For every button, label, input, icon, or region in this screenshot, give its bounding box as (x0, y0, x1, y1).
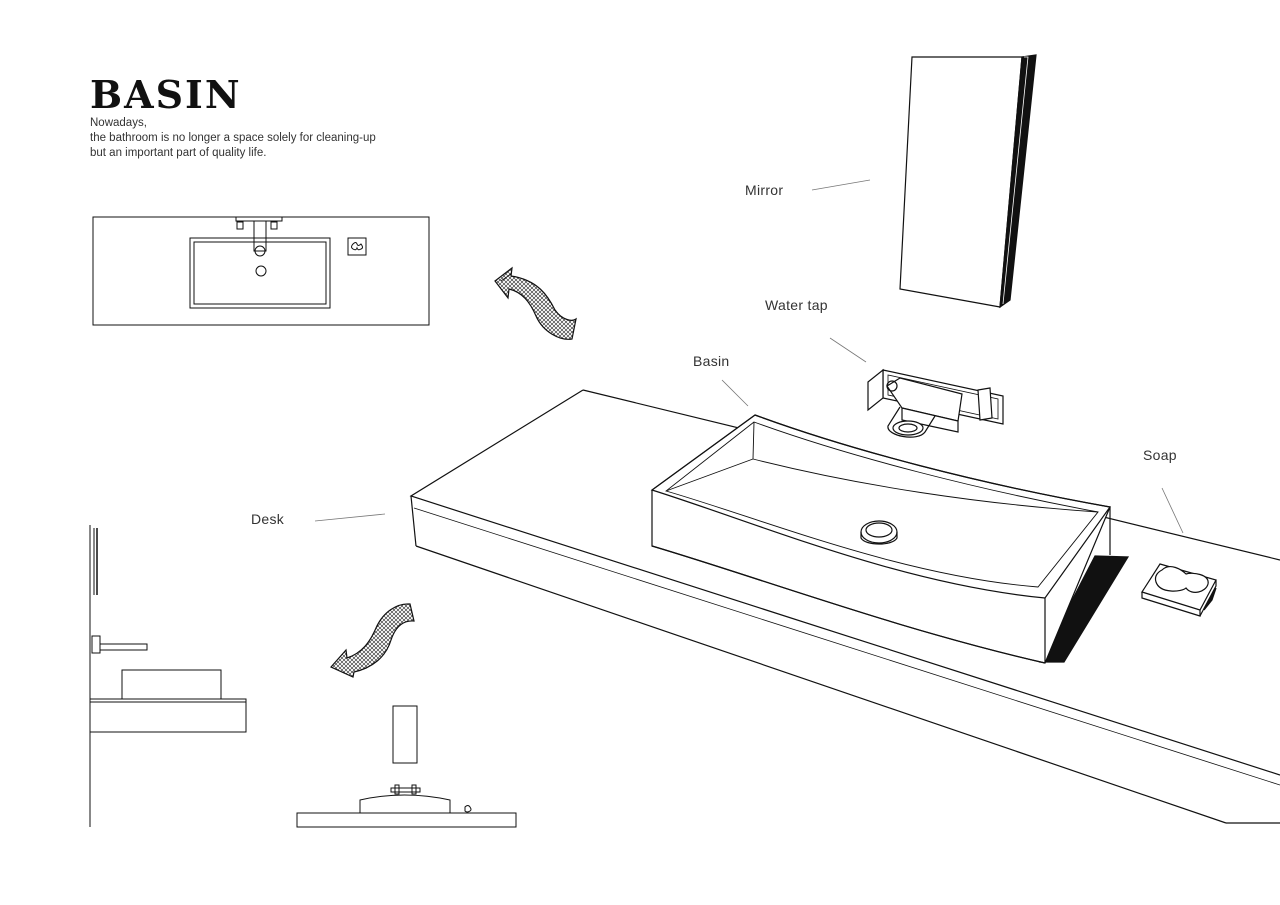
plan-tap (235, 216, 283, 257)
isometric-main-drawing (409, 54, 1280, 824)
front-soap (464, 805, 472, 813)
label-soap: Soap (1143, 447, 1177, 463)
label-mirror: Mirror (745, 182, 784, 198)
page-subtitle: Nowadays, the bathroom is no longer a sp… (90, 116, 376, 161)
front-mirror (392, 705, 418, 764)
front-tap (390, 784, 421, 795)
iso-water-tap (867, 368, 1004, 438)
side-basin (121, 669, 222, 700)
leader-lines (314, 179, 1184, 534)
front-basin (359, 794, 451, 814)
side-tap (91, 635, 148, 654)
leader-basin (721, 379, 749, 407)
curved-arrow-icon (494, 266, 577, 340)
label-desk: Desk (251, 511, 285, 527)
front-view-elevation (296, 705, 517, 828)
iso-drain (860, 520, 898, 545)
label-basin: Basin (693, 353, 730, 369)
plan-basin-outer (189, 237, 331, 309)
subtitle-line: Nowadays, (90, 117, 147, 129)
leader-soap (1161, 487, 1184, 534)
page-title: BASIN (90, 72, 242, 117)
leader-desk (314, 513, 386, 522)
iso-mirror (899, 54, 1037, 309)
plan-soap (347, 237, 367, 256)
iso-basin (650, 414, 1112, 664)
side-view-elevation (89, 525, 247, 827)
side-desk (89, 698, 247, 733)
subtitle-line: but an important part of quality life. (90, 147, 267, 159)
subtitle-line: the bathroom is no longer a space solely… (90, 132, 376, 144)
curved-arrow-icon (330, 603, 415, 678)
plan-desk (92, 216, 430, 326)
top-view-plan (92, 216, 430, 326)
plan-basin-inner (193, 241, 327, 305)
leader-mirror (811, 179, 871, 191)
plan-drain (255, 265, 267, 277)
leader-water-tap (829, 337, 867, 363)
iso-soap (1141, 563, 1217, 617)
label-water-tap: Water tap (765, 297, 828, 313)
front-desk (296, 812, 517, 828)
